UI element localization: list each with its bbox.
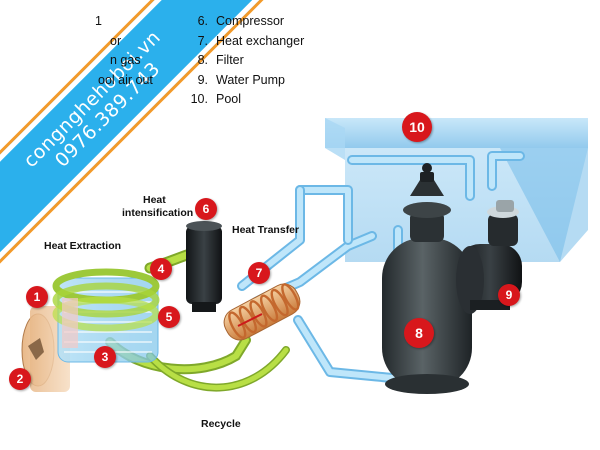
legend-item: n gas	[110, 53, 141, 67]
legend-item: or	[110, 33, 122, 48]
label-recycle: Recycle	[201, 418, 241, 430]
legend-left: 1 or n gas ool air out	[70, 12, 153, 90]
flow-arrow	[237, 313, 263, 327]
legend-right: 6.Compressor 7.Heat exchanger 8.Filter 9…	[188, 12, 305, 110]
legend-item: 10.Pool	[190, 92, 242, 106]
legend-item: 8.Filter	[197, 53, 244, 67]
label-heat-intensification-line1: Heat	[143, 194, 166, 206]
label-heat-transfer: Heat Transfer	[232, 224, 300, 236]
badge-9: 9	[498, 284, 520, 306]
badge-4: 4	[150, 258, 172, 280]
legend-item: 6.Compressor	[197, 14, 285, 28]
badge-5: 5	[158, 306, 180, 328]
legend-item: 9.Water Pump	[197, 72, 286, 87]
sand-filter	[382, 163, 472, 394]
badge-3: 3	[94, 346, 116, 368]
badge-7: 7	[248, 262, 270, 284]
compressor	[186, 221, 222, 312]
legend-item: 7.Heat exchanger	[197, 33, 305, 48]
pool	[325, 118, 588, 262]
badge-6: 6	[195, 198, 217, 220]
badge-8: 8	[404, 318, 434, 348]
evaporator-unit	[21, 268, 160, 392]
badge-2: 2	[9, 368, 31, 390]
label-heat-extraction: Heat Extraction	[44, 240, 122, 252]
legend-item: 1	[95, 14, 102, 28]
legend-item: ool air out	[98, 72, 153, 87]
badge-1: 1	[26, 286, 48, 308]
badge-10: 10	[402, 112, 432, 142]
heat-exchanger	[223, 283, 301, 341]
label-heat-intensification-line2: intensification	[122, 207, 194, 219]
